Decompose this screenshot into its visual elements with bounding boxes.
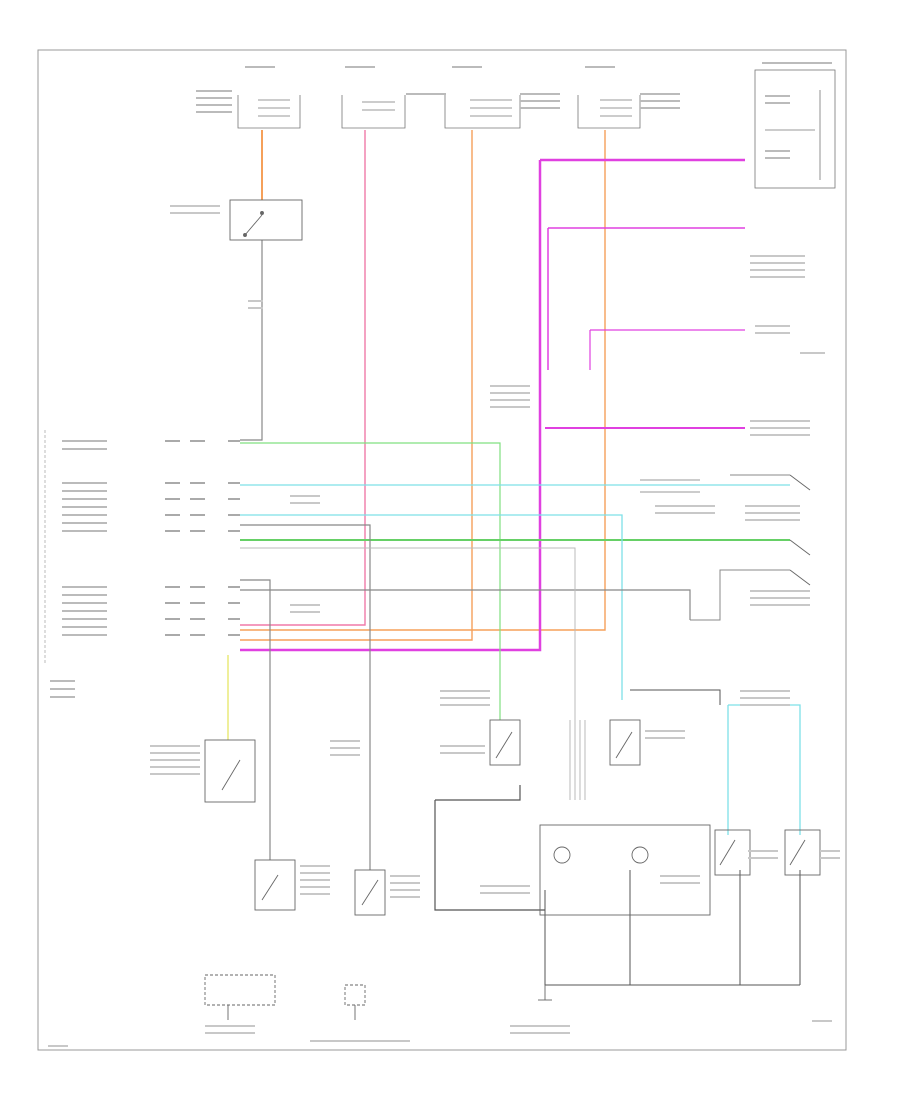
top-label-scribbles <box>196 62 832 159</box>
top-fuse-block-4 <box>577 95 641 129</box>
wire-gray-4 <box>240 579 271 860</box>
rear-door-switch <box>789 474 811 586</box>
module-connector-right <box>640 479 700 493</box>
door-switch-3 <box>254 859 296 911</box>
wire-gray-2 <box>240 589 691 620</box>
top-fuse-block-1 <box>237 95 301 129</box>
wire-orange-fuse3 <box>240 130 473 641</box>
trunk-switch <box>609 719 641 766</box>
wire-gray-5 <box>690 569 790 621</box>
right-door-switch-2 <box>784 829 821 876</box>
instrument-panel-block <box>754 69 836 189</box>
wire-cyan-2 <box>240 514 623 700</box>
wire-black-2 <box>434 800 545 911</box>
door-switch-4 <box>354 869 386 916</box>
wire-black-1 <box>435 785 521 801</box>
reading-lamp-switch <box>489 719 521 766</box>
right-door-switch-1 <box>714 829 751 876</box>
top-fuse-block-2 <box>341 95 406 129</box>
body-control-module-connector <box>44 430 240 698</box>
wire-green-1 <box>240 442 501 690</box>
wire-cyan-4 <box>728 704 801 835</box>
ground-block-1 <box>204 974 276 1020</box>
courtesy-lamp-assembly <box>539 824 711 916</box>
wire-black-3 <box>630 689 721 705</box>
diagram-border <box>37 49 847 1051</box>
ground-symbol-3 <box>538 985 552 1001</box>
wire-lightgray-1 <box>240 547 576 800</box>
ground-block-2 <box>344 984 366 1020</box>
annotation-scribbles <box>48 205 840 1047</box>
wire-ground-bus <box>544 890 800 986</box>
wire-gray-1 <box>240 240 263 441</box>
wire-orange-fuse4 <box>240 130 606 631</box>
wire-ground-drops <box>629 870 801 985</box>
door-switch-1 <box>229 199 303 241</box>
wire-bundle <box>569 720 586 800</box>
top-fuse-block-3 <box>444 95 521 129</box>
wire-pink-fuse2 <box>240 130 366 626</box>
wire-gray-3 <box>240 524 371 870</box>
wire-magenta-trunk <box>240 160 542 652</box>
door-switch-2 <box>204 739 256 803</box>
